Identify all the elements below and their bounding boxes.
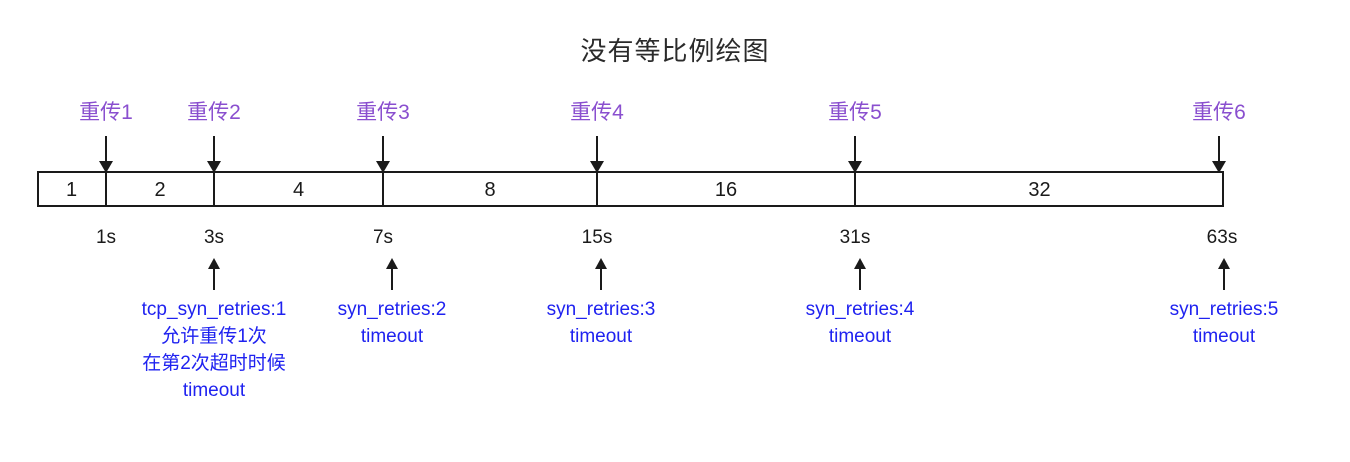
timeline-segment-divider: [382, 171, 384, 207]
annotation-line: timeout: [182, 380, 246, 401]
annotation-line: timeout: [828, 326, 892, 347]
arrow-down-icon: [99, 136, 113, 173]
timeline-bar: [37, 171, 1224, 207]
retransmit-label: 重传4: [570, 101, 624, 124]
time-tick-label: 15s: [581, 227, 613, 248]
annotation-line: timeout: [360, 326, 424, 347]
annotation-line: syn_retries:4: [805, 299, 915, 320]
timeline-segment-label: 32: [1028, 179, 1051, 201]
annotation-line: 在第2次超时时候: [142, 353, 286, 374]
annotation-line: 允许重传1次: [161, 326, 267, 347]
page-title: 没有等比例绘图: [580, 36, 770, 66]
annotation-line: timeout: [1192, 326, 1256, 347]
arrow-up-icon: [595, 258, 607, 290]
timeline-segment-divider: [854, 171, 856, 207]
retransmit-label: 重传5: [828, 101, 882, 124]
annotation-line: syn_retries:2: [337, 299, 447, 320]
arrow-down-icon: [848, 136, 862, 173]
retransmit-label: 重传1: [79, 101, 133, 124]
annotation-line: tcp_syn_retries:1: [141, 299, 287, 320]
timeline-segment-divider: [596, 171, 598, 207]
retransmit-label: 重传3: [356, 101, 410, 124]
retransmit-label: 重传2: [187, 101, 241, 124]
timeline-segment-label: 4: [292, 179, 305, 201]
arrow-down-icon: [590, 136, 604, 173]
retransmit-label: 重传6: [1192, 101, 1246, 124]
annotation-line: syn_retries:5: [1169, 299, 1279, 320]
timeline-segment-label: 2: [154, 179, 166, 201]
time-tick-label: 31s: [839, 227, 871, 248]
annotation-line: syn_retries:3: [546, 299, 656, 320]
time-tick-label: 7s: [372, 227, 394, 248]
time-tick-label: 1s: [95, 227, 117, 248]
arrow-up-icon: [854, 258, 866, 290]
time-tick-label: 3s: [203, 227, 225, 248]
timeline-segment-label: 16: [714, 179, 738, 201]
timeline-segment-divider: [105, 171, 107, 207]
timeline-segment-divider: [213, 171, 215, 207]
time-tick-label: 63s: [1206, 227, 1238, 248]
timeline-segment-label: 8: [484, 179, 496, 201]
arrow-down-icon: [1212, 136, 1226, 173]
annotation-text: tcp_syn_retries:1 允许重传1次在第2次超时时候 timeout: [142, 296, 287, 404]
timeline-segment-label: 1: [65, 179, 78, 201]
arrow-down-icon: [207, 136, 221, 173]
arrow-up-icon: [386, 258, 398, 290]
annotation-line: timeout: [569, 326, 633, 347]
arrow-up-icon: [1218, 258, 1230, 290]
arrow-down-icon: [376, 136, 390, 173]
arrow-up-icon: [208, 258, 220, 290]
